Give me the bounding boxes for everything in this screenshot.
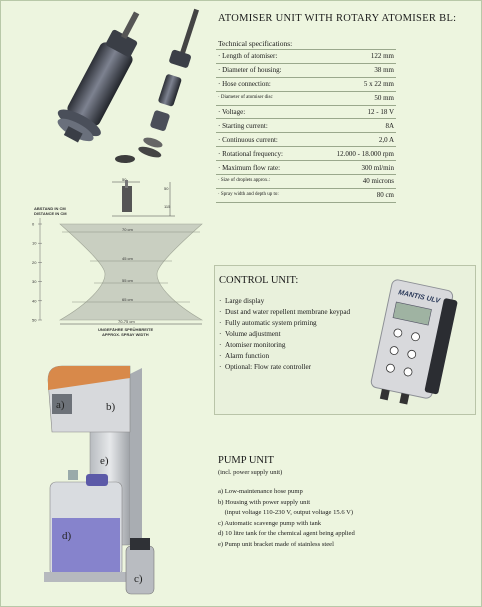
control-feature-item: Atomiser monitoring	[219, 340, 359, 351]
control-feature-item: Alarm function	[219, 351, 359, 362]
distance-tick-label: 10	[32, 241, 37, 246]
spray-shape	[58, 223, 204, 321]
atomiser-title: ATOMISER UNIT WITH ROTARY ATOMISER BL:	[218, 13, 457, 24]
pump-label-b: b)	[106, 401, 116, 413]
distance-axis: 0 10 20 30 40 50	[32, 222, 42, 323]
spec-value: 122 mm	[311, 49, 396, 64]
pump-label-a: a)	[56, 399, 65, 411]
control-feature-list: Large displayDust and water repellent me…	[219, 296, 359, 373]
spec-row: · Hose connection:5 x 22 mm	[216, 76, 396, 92]
pump-item: c) Automatic scavenge pump with tank	[218, 519, 322, 527]
pump-item: d) 10 litre tank for the chemical agent …	[218, 530, 355, 537]
spec-label: · Length of atomiser:	[216, 49, 312, 64]
spec-row: · Continuous current:2,0 A	[216, 132, 396, 147]
control-feature-item: Fully automatic system priming	[219, 318, 359, 329]
bottom-width-label: 70-75 cm	[118, 319, 135, 324]
width-label-1: 70 cm	[122, 227, 134, 232]
spec-value: 12 - 18 V	[311, 104, 396, 119]
spray-width-caption-de: UNGEFÄHRE SPRÜHBREITE	[98, 327, 153, 332]
spec-value: 50 mm	[311, 90, 396, 106]
distance-header-de: ABSTAND IN CM	[34, 206, 66, 211]
pump-label-c: c)	[134, 573, 143, 585]
spec-row: · Rotational frequency:12.000 - 18.000 r…	[216, 146, 396, 161]
spec-row: · Starting current:8A	[216, 118, 396, 133]
spec-label: · Voltage:	[216, 104, 312, 119]
spec-label: · Continuous current:	[216, 132, 312, 147]
pump-label-d: d)	[62, 530, 72, 542]
distance-tick-label: 30	[32, 279, 37, 284]
pump-label-e: e)	[100, 455, 109, 467]
spec-label: · Spray width and depth up to:	[216, 187, 312, 203]
spec-row: · Diameter of housing:38 mm	[216, 62, 396, 78]
control-feature-item: Dust and water repellent membrane keypad	[219, 307, 359, 318]
pump-item: (input voltage 110-230 V, output voltage…	[218, 509, 354, 516]
dim-side1-label: 50	[164, 186, 169, 191]
atomiser-dimension-figure: 50 50 115	[112, 177, 175, 217]
dim-side2-label: 115	[164, 204, 171, 209]
spec-label: · Size of droplets approx.:	[216, 174, 312, 189]
spec-label: · Starting current:	[216, 118, 312, 133]
spec-row: · Length of atomiser:122 mm	[216, 49, 396, 64]
width-label-4: 65 cm	[122, 297, 134, 302]
spec-value: 40 microns	[311, 174, 396, 189]
device-display	[392, 301, 432, 326]
spec-label: · Diameter of housing:	[216, 62, 312, 78]
spec-value: 8A	[311, 118, 396, 133]
control-feature-item: Volume adjustment	[219, 329, 359, 340]
spec-value: 38 mm	[311, 62, 396, 78]
control-feature-item: Optional: Flow rate controller	[219, 362, 359, 373]
spec-value: 5 x 22 mm	[311, 76, 396, 92]
spec-row: · Voltage:12 - 18 V	[216, 104, 396, 119]
spec-label: · Rotational frequency:	[216, 146, 312, 161]
spec-heading: Technical specifications:	[218, 39, 293, 48]
dim-top-label: 50	[122, 177, 127, 182]
spec-row: · Spray width and depth up to:80 cm	[216, 187, 396, 203]
spec-label: · Diameter of atomiser disc	[216, 90, 312, 106]
control-feature-item: Large display	[219, 296, 359, 307]
spec-value: 2,0 A	[311, 132, 396, 147]
distance-header-en: DISTANCE IN CM	[34, 211, 67, 216]
spray-width-caption-en: APPROX. SPRAY WIDTH	[102, 332, 149, 337]
pump-item: b) Housing with power supply unit	[218, 498, 311, 506]
width-label-3: 55 cm	[122, 278, 134, 283]
distance-tick-label: 50	[32, 318, 37, 323]
spec-row: · Size of droplets approx.:40 microns	[216, 174, 396, 189]
control-unit-title: CONTROL UNIT:	[219, 275, 299, 286]
pump-unit-illustration: a) b) e) d) c)	[44, 365, 155, 595]
spec-value: 12.000 - 18.000 rpm	[311, 146, 396, 161]
pump-item: a) Low-maintenance hose pump	[218, 488, 303, 495]
spec-value: 300 ml/min	[311, 160, 396, 175]
atomiser-illustration	[57, 8, 200, 163]
spec-row: · Maximum flow rate:300 ml/min	[216, 160, 396, 175]
pump-item: e) Pump unit bracket made of stainless s…	[218, 540, 334, 548]
distance-tick-label: 40	[32, 298, 37, 303]
distance-tick-label: 0	[32, 222, 35, 227]
pump-unit-title: PUMP UNIT	[218, 455, 274, 466]
spec-table: · Length of atomiser:122 mm· Diameter of…	[216, 49, 396, 203]
spray-pattern-diagram: ABSTAND IN CM DISTANCE IN CM 0 10 20 30 40 50…	[32, 206, 204, 337]
control-unit-device: MANTIS ULV	[370, 279, 458, 405]
width-label-2: 45 cm	[122, 256, 134, 261]
pump-item-list: a) Low-maintenance hose pump b) Housing w…	[218, 487, 458, 550]
distance-tick-label: 20	[32, 260, 37, 265]
spec-label: · Hose connection:	[216, 76, 312, 92]
spec-label: · Maximum flow rate:	[216, 160, 312, 175]
spec-value: 80 cm	[311, 187, 396, 203]
pump-unit-subtitle: (incl. power supply unit)	[218, 469, 283, 476]
